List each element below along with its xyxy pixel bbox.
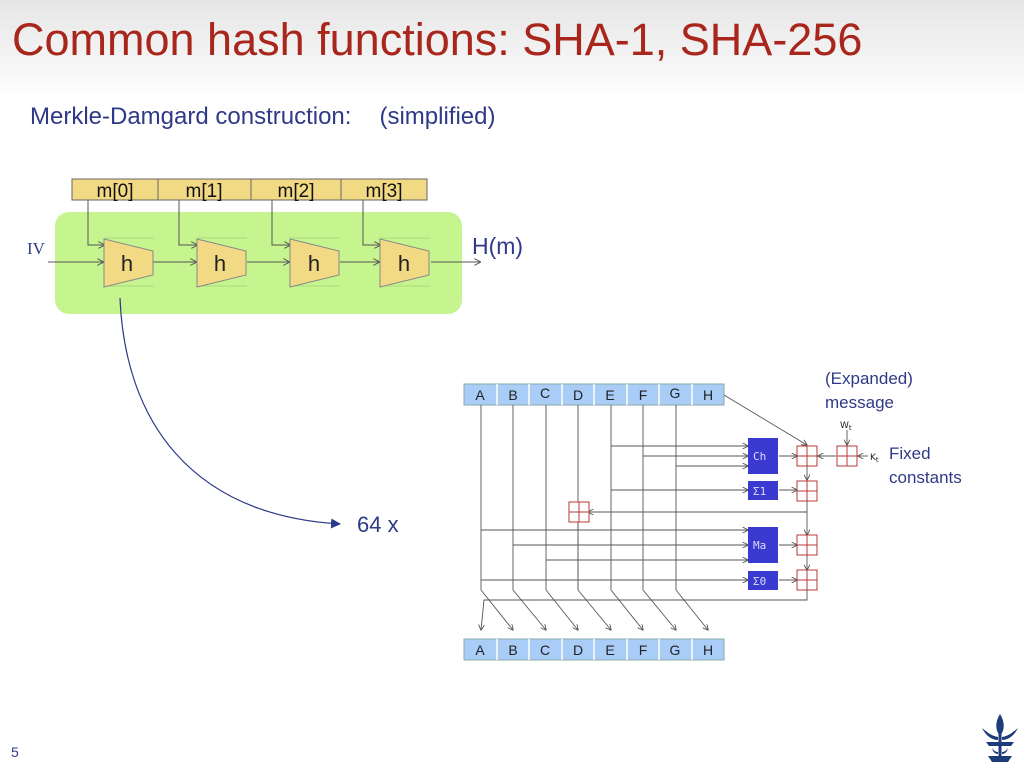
adders bbox=[568, 445, 858, 591]
register-bottom-e: E bbox=[605, 642, 614, 658]
register-bottom-h: H bbox=[703, 642, 713, 658]
register-row-top: A B C D E F G H bbox=[463, 383, 725, 406]
compression-block-3 bbox=[379, 238, 430, 288]
page-number: 5 bbox=[11, 744, 19, 760]
subtitle-note: (simplified) bbox=[379, 103, 496, 130]
message-block-3: m[3] bbox=[366, 181, 403, 202]
title-band bbox=[0, 0, 1024, 100]
register-top-e: E bbox=[605, 387, 614, 403]
message-block-2: m[2] bbox=[278, 181, 315, 202]
register-top-d: D bbox=[573, 387, 583, 403]
adder-ch bbox=[796, 445, 818, 467]
compression-label-2: h bbox=[308, 251, 320, 276]
adder-sigma1 bbox=[796, 480, 818, 502]
ch-label: Ch bbox=[753, 450, 766, 463]
guide-lines bbox=[104, 237, 430, 287]
register-bottom-d: D bbox=[573, 642, 583, 658]
subtitle: Merkle-Damgard construction: (simplified) bbox=[30, 103, 495, 131]
ma-label: Ma bbox=[753, 539, 766, 552]
register-bottom-b: B bbox=[508, 642, 517, 658]
compression-label-1: h bbox=[214, 251, 226, 276]
message-block-strip bbox=[71, 178, 428, 201]
message-blocks: m[0] m[1] m[2] m[3] bbox=[71, 178, 428, 202]
sigma1-function-box bbox=[748, 481, 778, 500]
register-top-b: B bbox=[508, 387, 517, 403]
register-top-g: G bbox=[670, 385, 681, 401]
expanded-message-label: (Expanded)message bbox=[825, 369, 913, 412]
round-functions: Ch Σ1 Ma Σ0 bbox=[748, 438, 778, 590]
register-top-a: A bbox=[475, 387, 485, 403]
adder-sigma0 bbox=[796, 569, 818, 591]
sigma0-function-box bbox=[748, 571, 778, 590]
output-label: H(m) bbox=[472, 233, 523, 259]
compression-functions: h h h h bbox=[103, 238, 430, 288]
adder-wk bbox=[836, 445, 858, 467]
message-block-0: m[0] bbox=[97, 181, 134, 202]
ch-function-box bbox=[748, 438, 778, 474]
adder-d bbox=[568, 501, 590, 523]
university-logo bbox=[982, 714, 1018, 762]
chain-background bbox=[55, 212, 462, 314]
iv-label: IV bbox=[27, 239, 46, 258]
w-label: Wt bbox=[840, 421, 852, 432]
register-bottom-c: C bbox=[540, 642, 550, 658]
message-block-1: m[1] bbox=[186, 181, 223, 202]
compression-label-3: h bbox=[398, 251, 410, 276]
sigma1-label: Σ1 bbox=[753, 485, 766, 498]
adder-ma bbox=[796, 534, 818, 556]
register-bottom-f: F bbox=[639, 642, 648, 658]
register-row-bottom: A B C D E F G H bbox=[463, 638, 725, 661]
register-bottom-a: A bbox=[475, 642, 485, 658]
register-bottom-g: G bbox=[670, 642, 681, 658]
compression-block-0 bbox=[103, 238, 154, 288]
expansion-arrow bbox=[119, 297, 341, 529]
k-label: Kt bbox=[870, 453, 879, 464]
compression-block-1 bbox=[196, 238, 247, 288]
slide-title: Common hash functions: SHA-1, SHA-256 bbox=[12, 14, 863, 65]
register-top-h: H bbox=[703, 387, 713, 403]
register-top-f: F bbox=[639, 387, 648, 403]
register-top-c: C bbox=[540, 385, 550, 401]
rounds-label: 64 x bbox=[357, 512, 399, 537]
ma-function-box bbox=[748, 527, 778, 563]
compression-block-2 bbox=[289, 238, 340, 288]
message-feed-arrows bbox=[87, 200, 380, 245]
subtitle-main: Merkle-Damgard construction: bbox=[30, 103, 352, 130]
round-wiring bbox=[481, 394, 868, 630]
compression-label-0: h bbox=[121, 251, 133, 276]
sigma0-label: Σ0 bbox=[753, 575, 766, 588]
